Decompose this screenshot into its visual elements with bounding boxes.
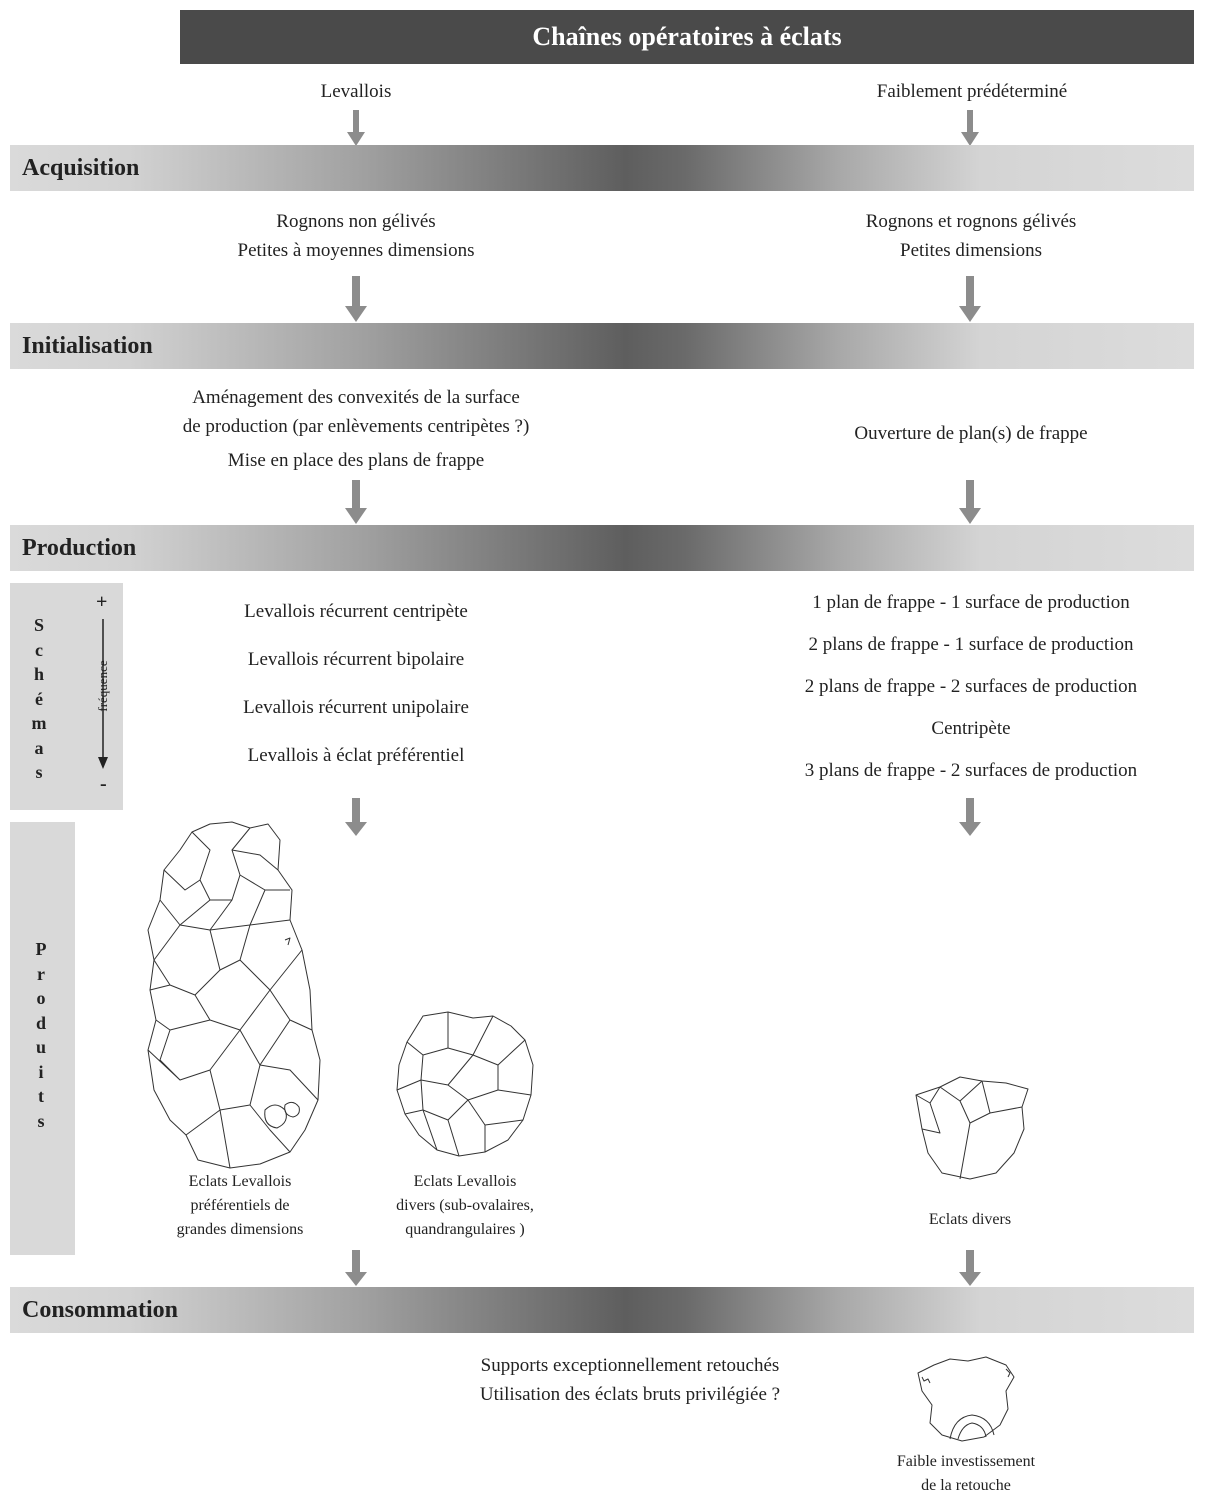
frequency-plus-sign: + bbox=[96, 591, 108, 613]
schema-item: Centripète bbox=[931, 718, 1011, 739]
acquisition-left-text: Rognons non gélivés Petites à moyennes d… bbox=[156, 208, 556, 265]
initialisation-left-line: de production (par enlèvements centripèt… bbox=[182, 415, 530, 437]
caption-small-flakes: Eclats divers bbox=[928, 1211, 1012, 1228]
column-header-faiblement-predetermine: Faiblement prédéterminé bbox=[876, 81, 1068, 102]
large-levallois-flake-drawing bbox=[147, 821, 321, 1169]
schema-item: 2 plans de frappe - 2 surfaces de produc… bbox=[804, 676, 1138, 697]
acquisition-right-line: Rognons et rognons gélivés bbox=[865, 211, 1077, 232]
initialisation-right-text: Ouverture de plan(s) de frappe bbox=[854, 423, 1088, 444]
frequency-minus-sign: - bbox=[100, 773, 107, 795]
down-arrow-icon bbox=[959, 1250, 981, 1286]
acquisition-right-text: Rognons et rognons gélivés Petites dimen… bbox=[771, 208, 1171, 265]
schema-item: 2 plans de frappe - 1 surface de product… bbox=[808, 634, 1134, 655]
consommation-line: Utilisation des éclats bruts privilégiée… bbox=[479, 1383, 781, 1405]
stage-label-initialisation: Initialisation bbox=[22, 333, 153, 359]
down-arrow-icon bbox=[961, 110, 979, 146]
consommation-line: Supports exceptionnellement retouchés bbox=[480, 1355, 780, 1376]
schemas-vertical-label: S c h é m a s bbox=[28, 613, 50, 785]
initialisation-left-line: Mise en place des plans de frappe bbox=[227, 450, 485, 471]
stage-band-acquisition: Acquisition bbox=[10, 145, 1194, 191]
caption-line: de la retouche bbox=[921, 1477, 1011, 1494]
produits-vertical-label: P r o d u i t s bbox=[30, 937, 52, 1133]
schema-item: 3 plans de frappe - 2 surfaces de produc… bbox=[804, 760, 1138, 781]
stage-band-production: Production bbox=[10, 525, 1194, 571]
stage-band-initialisation: Initialisation bbox=[10, 323, 1194, 369]
down-arrow-icon bbox=[345, 276, 367, 322]
down-arrow-icon bbox=[345, 1250, 367, 1286]
stage-label-consommation: Consommation bbox=[22, 1297, 179, 1323]
schema-item: Levallois récurrent bipolaire bbox=[247, 649, 465, 670]
produits-letter: u bbox=[35, 1037, 46, 1057]
schemas-letter: s bbox=[35, 762, 43, 782]
schemas-letter: m bbox=[31, 713, 47, 733]
down-arrow-icon bbox=[345, 798, 367, 836]
medium-levallois-flake-drawing bbox=[396, 1011, 534, 1157]
caption-line: Faible investissement bbox=[896, 1453, 1036, 1470]
caption-line: divers (sub-ovalaires, bbox=[396, 1197, 534, 1214]
caption-medium-levallois-flakes: Eclats Levallois divers (sub-ovalaires, … bbox=[370, 1170, 560, 1242]
caption-retouched-flake: Faible investissement de la retouche bbox=[866, 1450, 1066, 1498]
acquisition-left-line: Rognons non gélivés bbox=[276, 211, 436, 232]
schemas-letter: c bbox=[35, 639, 43, 660]
caption-large-levallois-flakes: Eclats Levallois préférentiels de grande… bbox=[140, 1170, 340, 1242]
caption-line: grandes dimensions bbox=[176, 1221, 304, 1238]
small-flake-drawing bbox=[915, 1076, 1029, 1180]
schema-item: Levallois à éclat préférentiel bbox=[247, 745, 465, 766]
schemas-letter: S bbox=[33, 615, 44, 635]
schema-item: 1 plan de frappe - 1 surface de producti… bbox=[812, 592, 1130, 613]
down-arrow-icon bbox=[959, 480, 981, 524]
down-arrow-icon bbox=[347, 110, 365, 146]
produits-side-box: P r o d u i t s bbox=[10, 822, 75, 1255]
stage-label-production: Production bbox=[22, 535, 137, 561]
schemas-side-box: S c h é m a s + - fréquence bbox=[10, 583, 123, 810]
retouched-flake-drawing bbox=[917, 1356, 1015, 1442]
down-arrow-icon bbox=[345, 480, 367, 524]
stage-band-consommation: Consommation bbox=[10, 1287, 1194, 1333]
produits-letter: d bbox=[35, 1012, 46, 1033]
frequency-arrow-icon bbox=[98, 619, 108, 769]
produits-letter: P bbox=[35, 939, 47, 959]
schemas-letter: é bbox=[35, 688, 43, 709]
consommation-text: Supports exceptionnellement retouchés Ut… bbox=[400, 1352, 860, 1409]
acquisition-left-line: Petites à moyennes dimensions bbox=[237, 239, 475, 261]
initialisation-left-line: Aménagement des convexités de la surface bbox=[192, 387, 520, 408]
produits-letter: r bbox=[37, 963, 45, 984]
produits-letter: o bbox=[36, 988, 46, 1008]
produits-letter: i bbox=[38, 1061, 44, 1082]
down-arrow-icon bbox=[959, 798, 981, 836]
diagram-title: Chaînes opératoires à éclats bbox=[180, 10, 1194, 64]
down-arrow-icon bbox=[959, 276, 981, 322]
schemas-left-list: Levallois récurrent centripète Levallois… bbox=[156, 598, 556, 790]
schemas-letter: h bbox=[33, 664, 44, 684]
caption-line: Eclats Levallois bbox=[413, 1173, 517, 1190]
caption-line: Eclats Levallois bbox=[188, 1173, 292, 1190]
schemas-letter: a bbox=[34, 737, 44, 758]
initialisation-left-text: Aménagement des convexités de la surface… bbox=[106, 384, 606, 476]
produits-letter: s bbox=[37, 1110, 45, 1131]
acquisition-right-line: Petites dimensions bbox=[900, 239, 1042, 261]
column-header-levallois: Levallois bbox=[320, 81, 392, 102]
schema-item: Levallois récurrent centripète bbox=[244, 601, 468, 622]
caption-line: préférentiels de bbox=[190, 1197, 290, 1214]
schema-item: Levallois récurrent unipolaire bbox=[243, 697, 469, 718]
stage-label-acquisition: Acquisition bbox=[22, 155, 140, 181]
caption-line: quandrangulaires ) bbox=[405, 1221, 525, 1238]
produits-letter: t bbox=[38, 1086, 44, 1106]
schemas-right-list: 1 plan de frappe - 1 surface de producti… bbox=[736, 589, 1206, 799]
